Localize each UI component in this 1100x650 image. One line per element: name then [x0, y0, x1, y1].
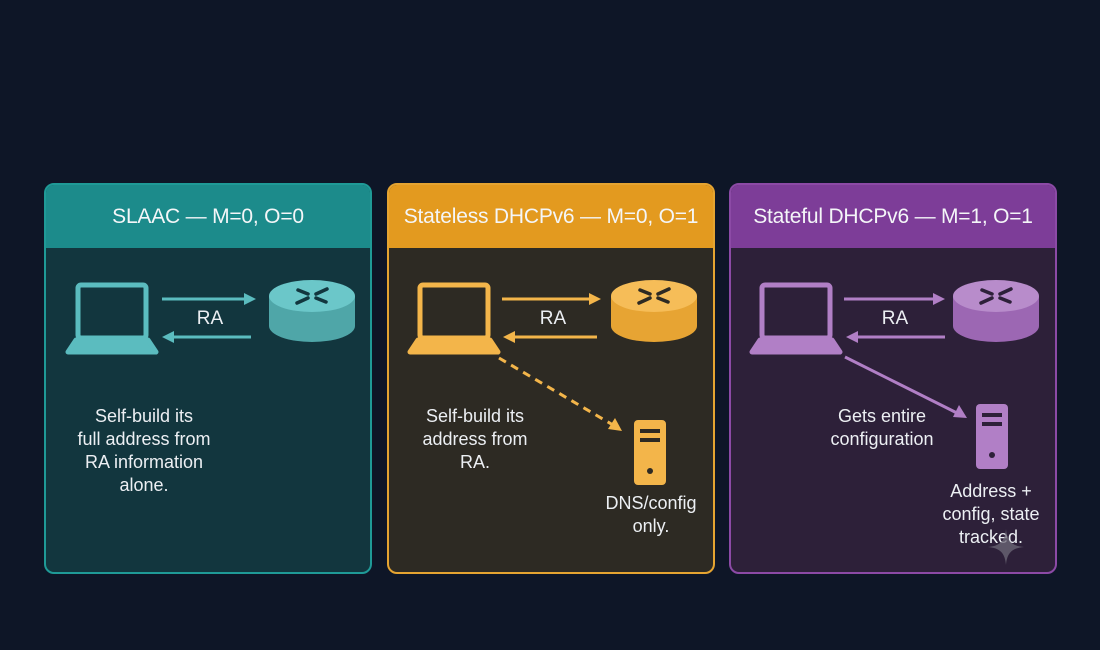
router-icon: [953, 280, 1039, 342]
stateless-ra-label: RA: [539, 308, 567, 329]
stateless-description: Self-build its address from RA.: [422, 406, 528, 472]
ra-arrows: [502, 293, 601, 343]
stateful-description: Gets entire configuration: [830, 406, 934, 449]
stateless-flow-graphic: [407, 280, 697, 485]
router-icon: [269, 280, 355, 342]
router-icon: [611, 280, 697, 342]
ra-arrows: [844, 293, 945, 343]
laptop-icon: [407, 282, 501, 355]
slaac-panel: SLAAC — M=0, O=0: [44, 183, 372, 574]
laptop-icon: [749, 282, 843, 355]
stateless-dhcpv6-panel: Stateless DHCPv6 — M=0, O=1: [387, 183, 715, 574]
stateless-server-note: DNS/config only.: [605, 493, 697, 536]
stateless-panel-body: RA Self-build its address from RA. DNS/c…: [389, 248, 713, 572]
slaac-flow-graphic: [65, 280, 355, 355]
slaac-panel-title: SLAAC — M=0, O=0: [46, 185, 370, 248]
stateful-panel-title: Stateful DHCPv6 — M=1, O=1: [731, 185, 1055, 248]
ra-arrows: [162, 293, 256, 343]
server-icon: [976, 404, 1008, 469]
stateful-dhcpv6-panel: Stateful DHCPv6 — M=1, O=1: [729, 183, 1057, 574]
stateless-panel-title: Stateless DHCPv6 — M=0, O=1: [389, 185, 713, 248]
server-icon: [634, 420, 666, 485]
sparkle-icon: [988, 529, 1024, 565]
stateful-panel-body: RA Gets entire configuration Address + c…: [731, 248, 1055, 572]
slaac-panel-body: RA Self-build its full address from RA i…: [46, 248, 370, 572]
stateful-ra-label: RA: [881, 308, 909, 329]
stateful-flow-graphic: [749, 280, 1039, 469]
dhcp-query-arrow: [498, 356, 622, 431]
dhcp-request-arrow: [844, 355, 967, 418]
slaac-description: Self-build its full address from RA info…: [77, 406, 211, 495]
laptop-icon: [65, 282, 159, 355]
slaac-ra-label: RA: [196, 308, 224, 329]
